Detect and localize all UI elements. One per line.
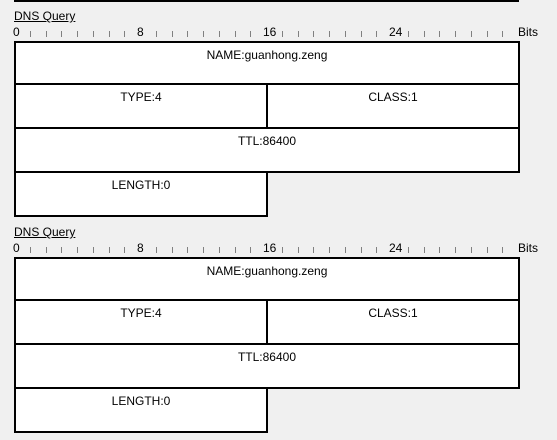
ruler-tick (250, 31, 252, 37)
ruler-tick (297, 31, 299, 37)
ruler-tick (171, 31, 173, 37)
pdu-title: DNS Query (14, 9, 76, 23)
ruler-tick (313, 247, 315, 253)
ruler-tick (77, 247, 78, 253)
ruler-tick (234, 247, 236, 253)
ruler-tick (313, 31, 315, 37)
ruler-tick (407, 31, 409, 37)
ruler-tick (281, 247, 283, 253)
ruler-tick (124, 247, 126, 253)
ruler-mark-16: 16 (262, 25, 278, 39)
ruler-tick (423, 247, 425, 253)
ttl-field-label: TTL:86400 (237, 350, 297, 364)
ruler-tick (124, 31, 126, 37)
ruler-tick (203, 31, 204, 37)
ruler-mark-24: 24 (388, 241, 404, 255)
previous-pdu-bottom-border (14, 0, 519, 2)
ruler-tick (455, 31, 456, 37)
name-field-label: NAME:guanhong.zeng (206, 48, 328, 62)
bit-ruler: 0 8 16 24 Bits (12, 23, 557, 41)
ruler-tick (155, 31, 157, 37)
ruler-tick (329, 31, 330, 37)
ruler-tick (281, 31, 283, 37)
type-field-label: TYPE:4 (120, 306, 162, 320)
name-field: NAME:guanhong.zeng (14, 257, 520, 301)
ruler-tick (423, 31, 425, 37)
name-field-label: NAME:guanhong.zeng (206, 264, 328, 278)
ruler-tick (360, 31, 362, 37)
ruler-tick (155, 247, 157, 253)
ruler-tick (218, 247, 220, 253)
ruler-tick (502, 31, 504, 37)
ruler-mark-0: 0 (12, 25, 21, 39)
pdu-title: DNS Query (14, 225, 76, 239)
ruler-tick (376, 31, 378, 37)
ruler-tick (187, 31, 189, 37)
ruler-tick (92, 31, 94, 37)
ruler-tick (218, 31, 220, 37)
ruler-tick (470, 247, 472, 253)
ruler-tick (439, 31, 441, 37)
ruler-tick (77, 31, 78, 37)
ruler-tick (486, 247, 488, 253)
ruler-mark-8: 8 (136, 241, 145, 255)
type-field: TYPE:4 (14, 85, 268, 129)
ruler-mark-24: 24 (388, 25, 404, 39)
ttl-field: TTL:86400 (14, 129, 520, 173)
ruler-tick (455, 247, 456, 253)
ruler-tick (439, 247, 441, 253)
length-field-label: LENGTH:0 (111, 178, 171, 192)
ruler-tick (344, 247, 346, 253)
ruler-unit: Bits (518, 25, 539, 39)
ruler-tick (250, 247, 252, 253)
ttl-field-label: TTL:86400 (237, 134, 297, 148)
ruler-tick (486, 31, 488, 37)
name-field: NAME:guanhong.zeng (14, 41, 520, 85)
ruler-tick (344, 31, 346, 37)
ruler-tick (329, 247, 330, 253)
ruler-tick (92, 247, 94, 253)
ruler-tick (171, 247, 173, 253)
ruler-tick (360, 247, 362, 253)
ruler-tick (203, 247, 204, 253)
dns-query-pdu-2: DNS Query 0 8 16 24 Bits NAME:guanhong.z… (0, 216, 557, 433)
type-field-label: TYPE:4 (120, 90, 162, 104)
dns-query-pdu-1: DNS Query 0 8 16 24 Bits NAME:guanhong.z… (0, 0, 557, 217)
ruler-mark-0: 0 (12, 241, 21, 255)
ruler-tick (297, 247, 299, 253)
ruler-tick (108, 247, 110, 253)
length-field: LENGTH:0 (14, 173, 268, 217)
length-field: LENGTH:0 (14, 389, 268, 433)
ruler-tick (234, 31, 236, 37)
ruler-tick (45, 31, 47, 37)
ruler-mark-8: 8 (136, 25, 145, 39)
ruler-tick (187, 247, 189, 253)
ruler-tick (376, 247, 378, 253)
ruler-tick (29, 31, 31, 37)
class-field-label: CLASS:1 (368, 306, 418, 320)
class-field: CLASS:1 (266, 85, 520, 129)
ruler-tick (29, 247, 31, 253)
ruler-tick (470, 31, 472, 37)
ruler-mark-16: 16 (262, 241, 278, 255)
ruler-tick (108, 31, 110, 37)
ruler-tick (61, 31, 63, 37)
ruler-unit: Bits (518, 241, 539, 255)
class-field-label: CLASS:1 (368, 90, 418, 104)
ttl-field: TTL:86400 (14, 345, 520, 389)
class-field: CLASS:1 (266, 301, 520, 345)
bit-ruler: 0 8 16 24 Bits (12, 239, 557, 257)
ruler-tick (45, 247, 47, 253)
length-field-label: LENGTH:0 (111, 394, 171, 408)
ruler-tick (407, 247, 409, 253)
ruler-tick (61, 247, 63, 253)
ruler-tick (502, 247, 504, 253)
type-field: TYPE:4 (14, 301, 268, 345)
